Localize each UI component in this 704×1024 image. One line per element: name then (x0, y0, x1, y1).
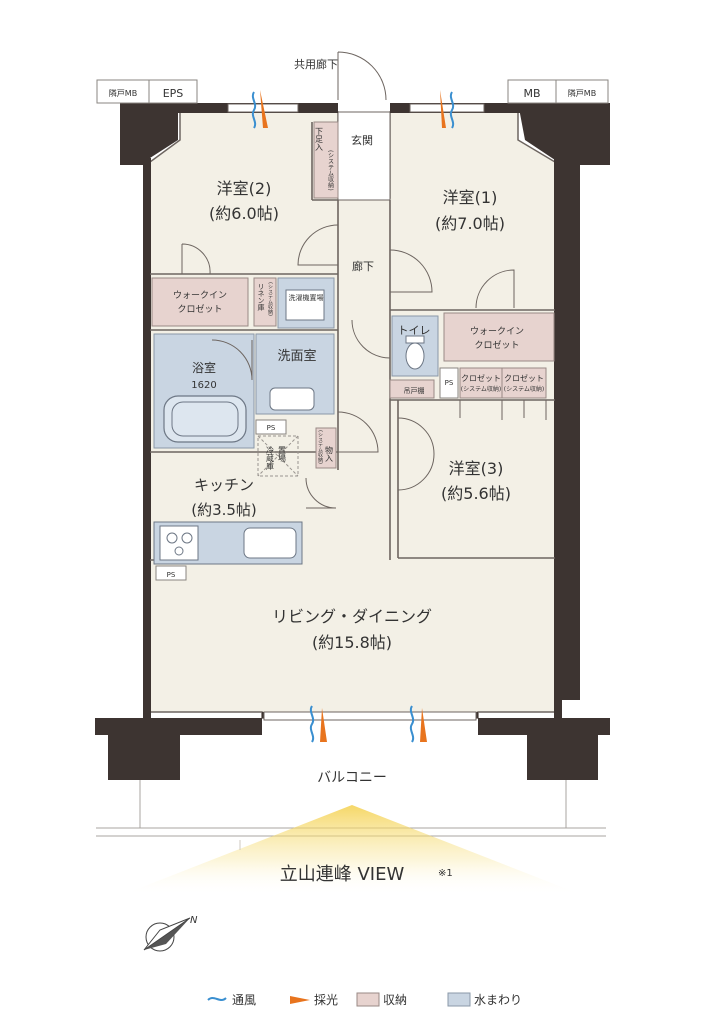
legend-water-label: 水まわり (474, 993, 522, 1007)
legend-airflow-label: 通風 (232, 993, 256, 1007)
room3-name: 洋室(3) (449, 459, 504, 478)
ps-label-right: PS (445, 379, 454, 387)
legend-sunlight-icon (290, 996, 310, 1004)
view-glow (122, 805, 582, 895)
kitchen-name: キッチン (194, 476, 254, 494)
bathtub-icon (163, 395, 247, 443)
shoe-storage-label: 下足入 (315, 127, 324, 151)
fridge-label-1: 冷蔵庫 (266, 445, 275, 471)
view-label: 立山連峰 VIEW (280, 864, 405, 885)
entrance-floor (337, 111, 391, 201)
legend-storage-label: 収納 (383, 993, 407, 1007)
fridge-spot (257, 435, 299, 477)
fridge-label-2: 置場 (278, 446, 287, 463)
shoe-storage-sub-label: (システム収納) (327, 150, 334, 191)
column-top-right (518, 103, 610, 700)
wall-left-line (143, 158, 151, 718)
hallway-label: 廊下 (352, 259, 374, 273)
airflow-icon-bottom-left (309, 705, 315, 743)
bathtub-inner (171, 401, 239, 437)
washer-icon (285, 289, 325, 321)
closet-a-sub-label: (システム収納) (461, 385, 502, 393)
wic-right-label-1: ウォークイン (470, 326, 524, 337)
ps-label-mid: PS (267, 424, 276, 432)
toilet-tank (405, 335, 425, 344)
wall-right-line (554, 158, 562, 718)
legend-storage-swatch (356, 992, 380, 1007)
eps-box (96, 79, 609, 104)
airflow-icon-top-right (449, 91, 455, 129)
shelf-label: 吊戸棚 (404, 386, 425, 395)
neighbor-mb-right-label: 隣戸MB (568, 88, 596, 98)
toilet-icon (405, 342, 425, 370)
storage-sub-label: (システム収納) (317, 430, 323, 464)
eps-label: EPS (163, 87, 184, 100)
burner-1 (166, 532, 178, 544)
washroom-label: 洗面室 (277, 348, 316, 364)
column-top-left (95, 103, 178, 165)
bath-name: 浴室 (192, 360, 216, 375)
compass-icon (143, 917, 191, 952)
entrance-label: 玄関 (351, 133, 373, 147)
room3-size: (約5.6帖) (441, 484, 511, 503)
sunlight-icon-bottom-right (420, 708, 427, 742)
airflow-icon-top-left (251, 91, 257, 129)
washer-label: 洗濯機置場 (289, 293, 324, 302)
kitchen-size: (約3.5帖) (191, 501, 257, 519)
column-bottom-right (478, 718, 610, 780)
room2-name: 洋室(2) (217, 179, 272, 198)
closet-b-sub-label: (システム収納) (504, 385, 545, 393)
washbasin-icon (269, 387, 315, 411)
burner-2 (181, 532, 193, 544)
storage-label: 物入 (325, 445, 334, 462)
sunlight-icon-top-right (440, 90, 446, 128)
sunlight-icon-bottom-left (320, 708, 327, 742)
compass-n-label: N (190, 915, 198, 926)
sink-icon (243, 527, 297, 559)
neighbor-mb-left-label: 隣戸MB (109, 88, 137, 98)
corridor-label: 共用廊下 (294, 57, 338, 71)
ps-label-kitchen: PS (167, 571, 176, 579)
wic-right-label-2: クロゼット (474, 339, 519, 351)
closet-doors (459, 400, 547, 420)
linen-label: リネン庫 (257, 283, 265, 312)
ps-boxes (155, 367, 459, 581)
legend-water-swatch (447, 992, 471, 1007)
doors (181, 51, 515, 509)
room1-size: (約7.0帖) (435, 214, 505, 233)
room1-name: 洋室(1) (443, 188, 498, 207)
toilet-label: トイレ (398, 324, 431, 337)
living-name: リビング・ダイニング (272, 607, 432, 626)
room2-size: (約6.0帖) (209, 204, 279, 223)
living-size: (約15.8帖) (312, 633, 392, 652)
closet-a-label: クロゼット (461, 373, 501, 383)
balcony-label: バルコニー (317, 770, 387, 786)
storage-areas (151, 121, 555, 469)
airflow-icon-bottom-right (409, 705, 415, 743)
mb-label: MB (523, 87, 540, 100)
stove-icon (159, 525, 199, 561)
legend-sunlight-label: 採光 (314, 993, 338, 1007)
wic-left-label-1: ウォークイン (173, 290, 227, 301)
view-note: ※1 (438, 868, 453, 879)
linen-sub-label: (システム収納) (267, 282, 273, 316)
legend-airflow-icon (207, 997, 227, 1001)
closet-b-label: クロゼット (504, 373, 544, 383)
wic-left-label-2: クロゼット (177, 303, 222, 315)
burner-3 (174, 546, 184, 556)
sunlight-icon-top-left (260, 90, 268, 128)
bath-size: 1620 (191, 380, 216, 391)
column-bottom-left (95, 718, 262, 780)
